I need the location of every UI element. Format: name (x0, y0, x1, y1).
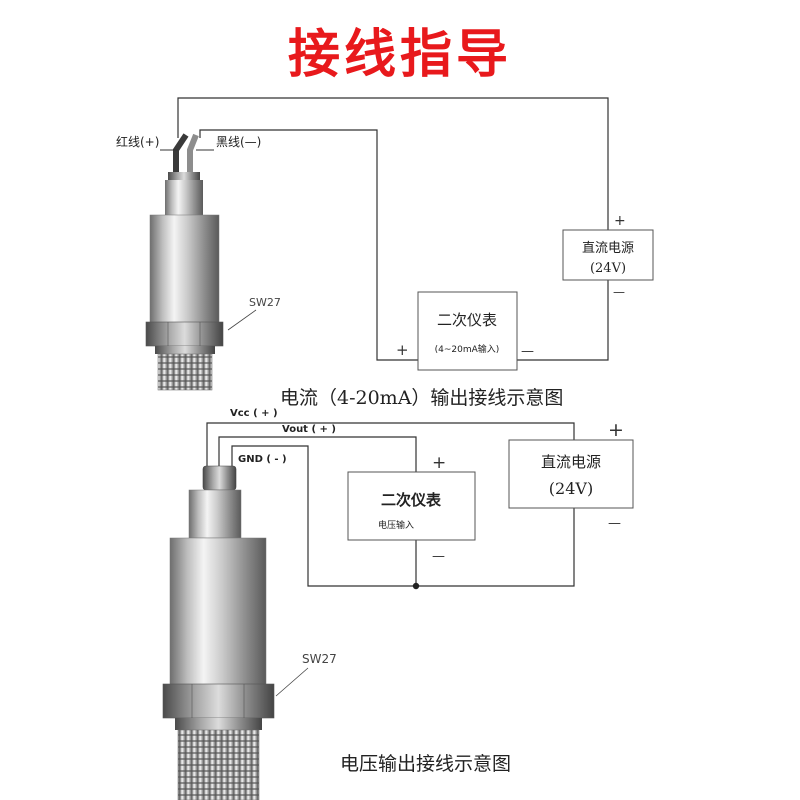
voltage-diagram-caption: 电压输出接线示意图 (340, 753, 511, 775)
red-wire-label: 红线(+) (116, 134, 159, 149)
current-output-diagram: 红线(+) 黑线(—) SW27 二次仪表 (4~20mA输入) + — 直流电… (116, 97, 654, 409)
vcc-label: Vcc ( + ) (230, 408, 278, 419)
meter2-plus-terminal: + (432, 453, 446, 473)
voltage-wiring-lines (206, 422, 575, 587)
ground-junction-dot (412, 582, 420, 590)
psu-minus-terminal: — (613, 285, 625, 299)
secondary-meter-1: 二次仪表 (4~20mA输入) + — (396, 291, 534, 371)
black-wire-label: 黑线(—) (216, 135, 261, 149)
meter2-minus-terminal: — (432, 549, 445, 564)
dc-power-supply-1: 直流电源 (24V) + — (562, 213, 654, 299)
page-title: 接线指导 (287, 25, 512, 85)
meter-title: 二次仪表 (437, 311, 497, 329)
psu-voltage: (24V) (590, 261, 626, 276)
meter-input-spec: (4~20mA输入) (435, 343, 500, 355)
voltage-output-diagram: Vcc ( + ) Vout ( + ) GND ( - ) SW27 二次仪表 (162, 408, 634, 800)
psu-voltage-2: (24V) (549, 479, 593, 498)
psu2-plus-terminal: + (608, 419, 624, 441)
meter-title-2: 二次仪表 (381, 491, 442, 509)
dc-power-supply-2: 直流电源 (24V) + — (508, 419, 634, 531)
secondary-meter-2: 二次仪表 电压输入 + — (347, 453, 476, 564)
meter-minus-terminal: — (521, 344, 534, 359)
psu-title-2: 直流电源 (541, 453, 601, 471)
pressure-sensor-2 (162, 465, 275, 800)
psu-plus-terminal: + (614, 213, 626, 229)
current-diagram-caption: 电流（4-20mA）输出接线示意图 (280, 387, 563, 409)
hex-size-label: SW27 (249, 296, 281, 309)
sensor-cables (173, 133, 199, 175)
psu-title: 直流电源 (582, 241, 634, 256)
psu2-minus-terminal: — (608, 516, 621, 531)
current-wiring-lines (177, 97, 609, 361)
pressure-sensor-1 (145, 172, 224, 391)
hex-size-label-2: SW27 (302, 652, 337, 666)
vout-label: Vout ( + ) (282, 424, 336, 435)
meter-input-spec-2: 电压输入 (378, 519, 414, 531)
meter-plus-terminal: + (396, 341, 409, 359)
gnd-label: GND ( - ) (238, 454, 287, 465)
